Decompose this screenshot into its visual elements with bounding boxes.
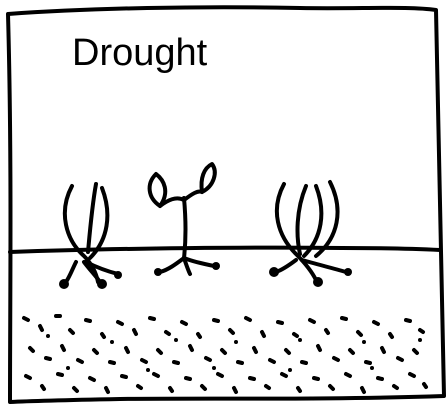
seedling-icon [150, 164, 220, 276]
soil-speckles [24, 316, 426, 392]
panel-title: Drought [72, 34, 207, 72]
wilted-plant-icon [269, 182, 352, 287]
wilted-plant-icon [59, 184, 122, 289]
